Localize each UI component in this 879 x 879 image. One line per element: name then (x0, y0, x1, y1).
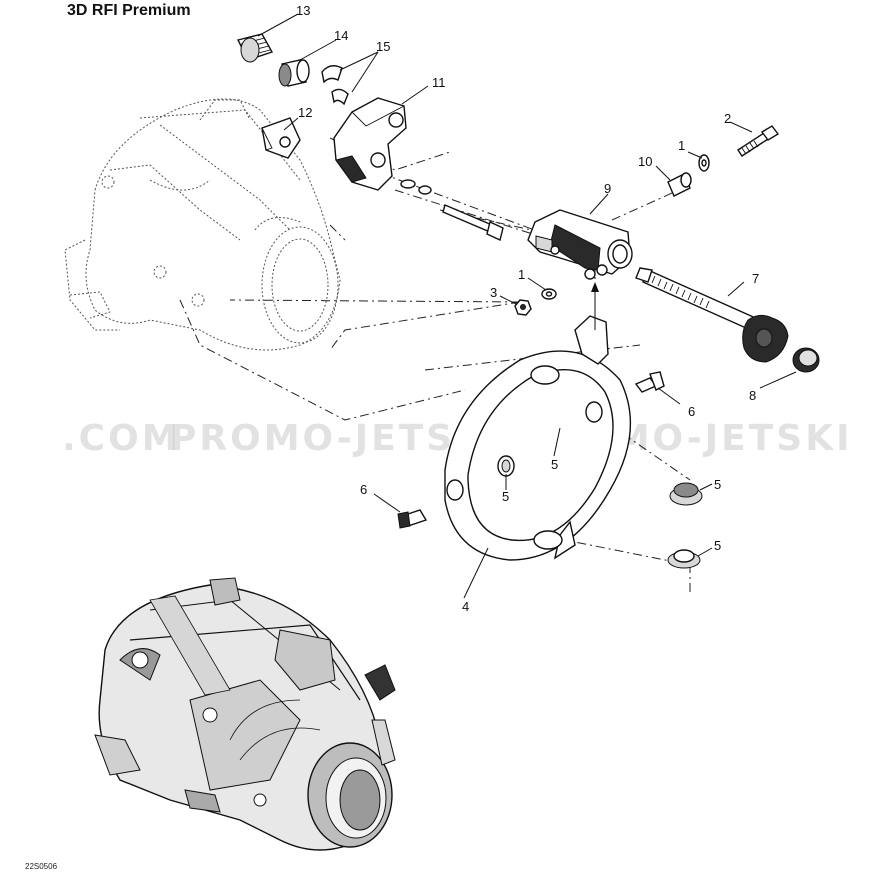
callout-5-ring-left: 5 (502, 489, 509, 504)
assembled-pump-view (94, 577, 396, 851)
callout-1-top: 1 (678, 138, 685, 153)
part-15-half-bushings (321, 65, 349, 106)
callout-9: 9 (604, 181, 611, 196)
callout-5-bushing-bottom: 5 (714, 538, 721, 553)
part-5-bushings (667, 482, 703, 569)
callout-8: 8 (749, 388, 756, 403)
part-1-washers (541, 154, 710, 300)
part-12-support (261, 117, 301, 159)
lever-washers-and-bolt (400, 179, 504, 241)
callout-4: 4 (462, 599, 469, 614)
callout-13: 13 (296, 3, 310, 18)
callout-2: 2 (724, 111, 731, 126)
part-2-bolt (737, 125, 780, 157)
callout-labels: 13 14 15 11 12 2 1 10 9 1 3 7 8 6 5 5 5 … (296, 3, 759, 614)
part-13-plug (236, 33, 274, 63)
part-3-nut (514, 299, 532, 316)
part-11-lever (333, 97, 407, 191)
callout-5-bushing-top: 5 (714, 477, 721, 492)
callout-11: 11 (432, 75, 446, 90)
part-9-bracket (527, 209, 633, 280)
callout-leaders (257, 13, 797, 599)
drawing-code: 22S0506 (25, 862, 58, 871)
callout-12: 12 (298, 105, 312, 120)
watermark-left: .COM (62, 418, 181, 459)
alignment-lines (179, 137, 691, 595)
callout-6-left: 6 (360, 482, 367, 497)
jet-pump-housing (64, 98, 341, 351)
callout-5-ring-right: 5 (551, 457, 558, 472)
callout-10: 10 (638, 154, 652, 169)
callout-15: 15 (376, 39, 390, 54)
callout-1-mid: 1 (518, 267, 525, 282)
part-6-screws (397, 371, 665, 529)
part-14-bushing (278, 59, 310, 87)
callout-14: 14 (334, 28, 348, 43)
callout-7: 7 (752, 271, 759, 286)
callout-3: 3 (490, 285, 497, 300)
callout-6-right: 6 (688, 404, 695, 419)
part-7-adjuster-screw (635, 267, 789, 363)
part-10-spacer (667, 172, 692, 197)
part-8-cap (792, 347, 820, 373)
assembly-arrow (591, 282, 599, 330)
part-4-ring (444, 315, 632, 561)
diagram-title: 3D RFI Premium (67, 2, 191, 19)
